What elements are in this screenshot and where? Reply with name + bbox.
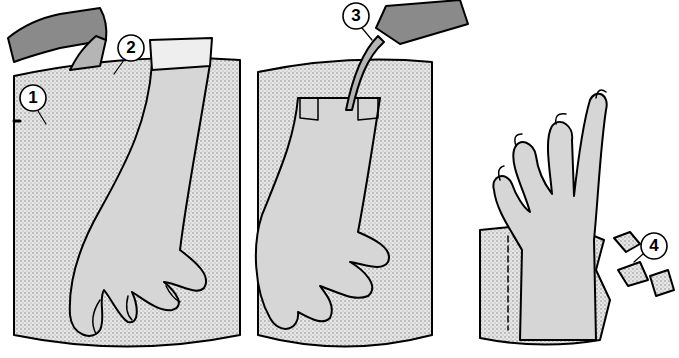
pour-stream [70, 36, 106, 70]
mold-fragment [614, 232, 640, 252]
mold-fragment [650, 270, 674, 296]
pour-stream [346, 36, 384, 110]
callout-number: 2 [118, 35, 144, 61]
mold-cylinder [14, 58, 240, 347]
leader-lines [38, 28, 643, 262]
pouring-cup [376, 0, 468, 44]
paw [70, 64, 210, 336]
cast-paw [493, 94, 606, 340]
mold-fragment [618, 262, 648, 286]
callout-number: 1 [20, 85, 46, 111]
callout-number: 4 [641, 233, 667, 259]
paw [256, 98, 389, 329]
paper-strip [150, 38, 212, 70]
callout-number: 3 [343, 3, 369, 29]
callout-circles [20, 3, 667, 259]
